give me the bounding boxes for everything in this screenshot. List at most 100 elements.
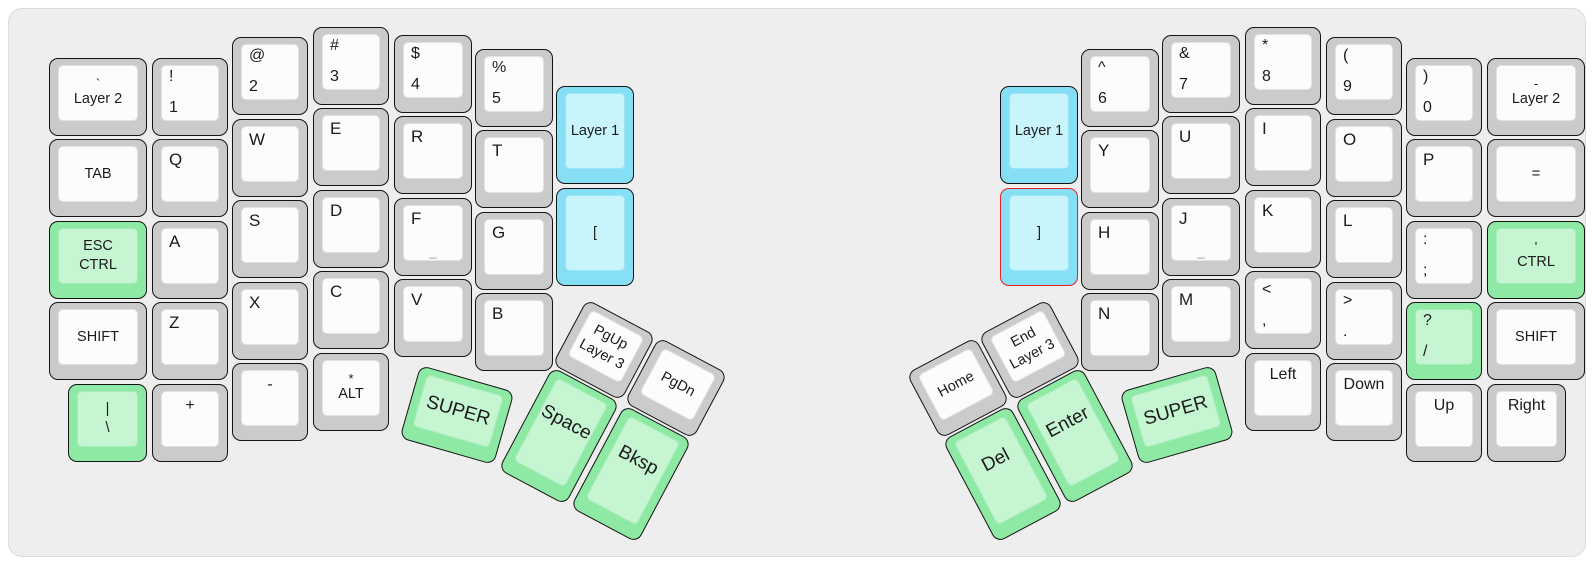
key-super-left[interactable]: SUPER [399,364,515,466]
key-shift-label: ^ [1098,59,1106,76]
keycap-top: &7 [1171,42,1231,98]
key-u[interactable]: U [1162,116,1240,194]
key-e[interactable]: E [313,108,389,186]
key-right-arrow[interactable]: Right [1487,384,1566,462]
key-pipe-backslash[interactable]: |\ [68,384,147,462]
key-semicolon[interactable]: :; [1406,221,1482,299]
key-minus-left[interactable]: - [232,363,308,441]
keycap-top: SUPER [1130,374,1222,449]
keycap-top: -Layer 2 [1496,65,1576,121]
keycap-top: W [241,126,299,182]
key-f[interactable]: F_ [394,198,472,276]
key-t[interactable]: T [475,130,553,208]
key-paren-9[interactable]: (9 [1326,37,1402,115]
key-c[interactable]: C [313,271,389,349]
key-h[interactable]: H [1081,212,1159,290]
key-right-bracket[interactable]: ] [1000,188,1078,286]
keycap-top: `Layer 2 [58,65,138,121]
key-paren-0[interactable]: )0 [1406,58,1482,136]
key-b[interactable]: B [475,293,553,371]
key-a[interactable]: A [152,221,228,299]
key-k[interactable]: K [1245,190,1321,268]
key-r[interactable]: R [394,116,472,194]
key-equals[interactable]: = [1487,139,1585,217]
key-w[interactable]: W [232,119,308,197]
key-plus[interactable]: + [152,384,228,462]
key-label: W [249,130,266,149]
key-o[interactable]: O [1326,119,1402,197]
key-label: SHIFT [1515,328,1557,345]
key-label-group: SUPER [413,375,502,446]
key-p[interactable]: P [1406,139,1482,217]
key-label: 1 [169,99,178,116]
key-comma[interactable]: <, [1245,271,1321,349]
keycap-top: Up [1415,391,1473,447]
key-label: 8 [1262,68,1271,85]
key-label: Enter [1042,402,1093,442]
key-left-arrow[interactable]: Left [1245,353,1321,431]
keycap-top: R [403,123,463,179]
key-label: Layer 1 [570,122,620,139]
key-label-group: SUPER [1131,375,1220,446]
key-label-group: |\ [78,392,137,446]
key-d[interactable]: D [313,190,389,268]
key-hash-3[interactable]: #3 [313,27,389,105]
key-label: ] [1036,224,1042,241]
key-layer1-left[interactable]: Layer 1 [556,86,634,184]
key-v[interactable]: V [394,279,472,357]
keycap-top: D [322,197,380,253]
key-l[interactable]: L [1326,200,1402,278]
key-g[interactable]: G [475,212,553,290]
key-at-2[interactable]: @2 [232,37,308,115]
key-label: M [1179,290,1194,309]
key-down-arrow[interactable]: Down [1326,363,1402,441]
key-star-alt[interactable]: *ALT [313,353,389,431]
key-q[interactable]: Q [152,139,228,217]
key-label-group: *ALT [323,361,379,415]
key-super-right[interactable]: SUPER [1119,364,1235,466]
key-n[interactable]: N [1081,293,1159,371]
key-layer2-left[interactable]: `Layer 2 [49,58,147,136]
key-label: N [1098,304,1111,323]
key-i[interactable]: I [1245,108,1321,186]
key-label: SHIFT [77,328,119,345]
key-label-group: `Layer 2 [59,66,137,120]
key-layer2-right[interactable]: -Layer 2 [1487,58,1585,136]
keycap-top: #3 [322,34,380,90]
key-amp-7[interactable]: &7 [1162,35,1240,113]
key-label: TAB [84,165,112,182]
key-up-arrow[interactable]: Up [1406,384,1482,462]
key-question-slash[interactable]: ?/ [1406,302,1482,380]
key-label: 4 [411,76,420,93]
key-period[interactable]: >. [1326,282,1402,360]
key-shift-right[interactable]: SHIFT [1487,302,1585,380]
keycap-top: (9 [1335,44,1393,100]
key-quote-ctrl[interactable]: 'CTRL [1487,221,1585,299]
keycap-top: L [1335,207,1393,263]
key-z[interactable]: Z [152,302,228,380]
keycap-top: O [1335,126,1393,182]
key-label: T [492,141,503,160]
key-exclam-1[interactable]: !1 [152,58,228,136]
key-x[interactable]: X [232,282,308,360]
key-tab[interactable]: TAB [49,139,147,217]
key-star-8[interactable]: *8 [1245,27,1321,105]
key-s[interactable]: S [232,200,308,278]
key-label: SUPER [1141,391,1211,430]
key-dollar-4[interactable]: $4 [394,35,472,113]
key-shift-label: ( [1343,47,1349,64]
homing-bar: _ [429,244,437,259]
key-left-bracket[interactable]: [ [556,188,634,286]
key-m[interactable]: M [1162,279,1240,357]
key-y[interactable]: Y [1081,130,1159,208]
key-caret-6[interactable]: ^6 [1081,49,1159,127]
key-layer1-right[interactable]: Layer 1 [1000,86,1078,184]
key-label: Z [169,313,180,332]
keycap-top: Home [917,347,995,422]
key-j[interactable]: J_ [1162,198,1240,276]
key-percent-5[interactable]: %5 [475,49,553,127]
key-shift-label: % [492,59,507,76]
key-shift-left[interactable]: SHIFT [49,302,147,380]
key-shift-label: # [330,37,339,54]
